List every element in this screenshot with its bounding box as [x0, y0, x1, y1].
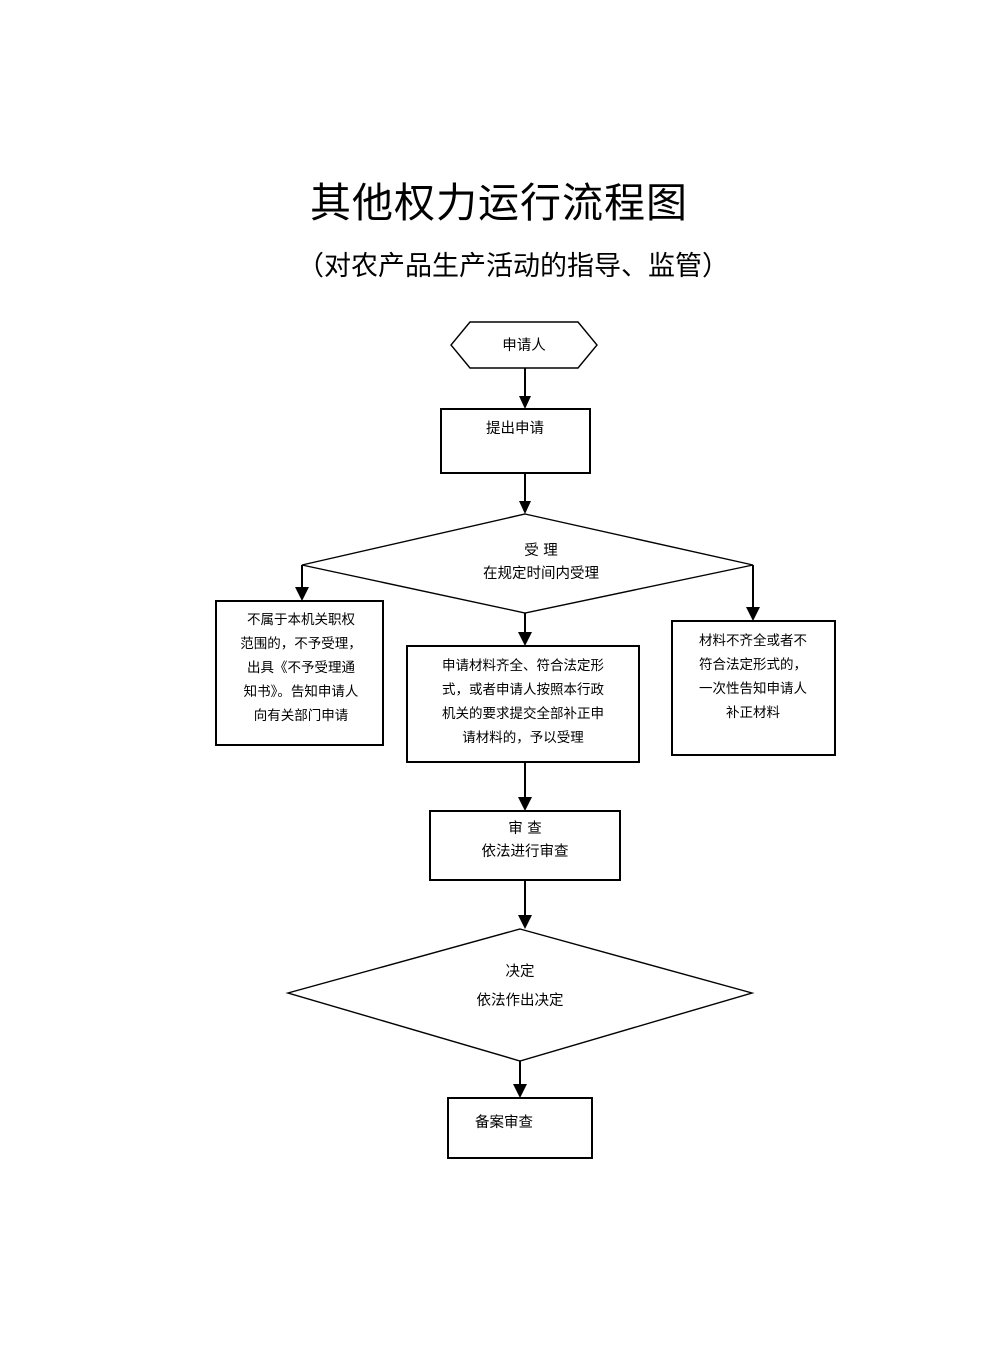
arrow-head-icon	[295, 587, 309, 601]
arrow-head-icon	[518, 632, 532, 646]
arrow-head-icon	[513, 1084, 527, 1098]
node-materials-complete[interactable]: 申请材料齐全、符合法定形 式，或者申请人按照本行政 机关的要求提交全部补正申 请…	[406, 645, 640, 763]
node-submit-application-label: 提出申请	[486, 420, 544, 437]
node-not-in-jurisdiction-line5: 向有关部门申请	[254, 708, 349, 724]
node-materials-complete-line3: 机关的要求提交全部补正申	[442, 705, 604, 722]
node-acceptance-label-line2: 在规定时间内受理	[483, 565, 599, 582]
edge-acceptance-to-materials-incomplete	[746, 565, 760, 621]
node-materials-complete-line2: 式，或者申请人按照本行政	[442, 682, 604, 698]
rectangle-shape	[215, 600, 384, 746]
node-acceptance[interactable]: 受 理 在规定时间内受理	[301, 513, 754, 614]
node-materials-complete-line1: 申请材料齐全、符合法定形	[442, 657, 604, 674]
node-materials-incomplete-line4: 补正材料	[726, 705, 780, 721]
arrow-head-icon	[518, 797, 532, 811]
arrow-head-icon	[518, 915, 532, 929]
node-examination-line1: 审 查	[508, 820, 542, 837]
edge-acceptance-to-materials-complete	[518, 613, 532, 646]
node-decision-line1: 决定	[506, 963, 535, 980]
node-materials-incomplete-line1: 材料不齐全或者不	[699, 632, 807, 649]
rectangle-shape	[447, 1097, 593, 1159]
node-submit-application[interactable]: 提出申请	[440, 408, 591, 474]
node-record-review[interactable]: 备案审查	[447, 1097, 593, 1159]
node-materials-incomplete-line3: 一次性告知申请人	[699, 680, 807, 697]
node-materials-incomplete-line2: 符合法定形式的，	[699, 657, 807, 673]
edge-acceptance-to-not-in-jurisdiction	[295, 565, 309, 601]
arrow-head-icon	[519, 501, 531, 514]
node-not-in-jurisdiction[interactable]: 不属于本机关职权 范围的，不予受理， 出具《不予受理通 知书》。告知申请人 向有…	[215, 600, 384, 746]
node-examination[interactable]: 审 查 依法进行审查	[429, 810, 621, 881]
node-materials-incomplete[interactable]: 材料不齐全或者不 符合法定形式的， 一次性告知申请人 补正材料	[671, 620, 836, 756]
node-applicant-label: 申请人	[502, 337, 546, 354]
page-title: 其他权力运行流程图	[310, 179, 688, 227]
node-examination-line2: 依法进行审查	[482, 843, 569, 860]
node-not-in-jurisdiction-line2: 范围的，不予受理，	[240, 636, 362, 652]
rectangle-shape	[671, 620, 836, 756]
edge-submit-to-acceptance	[519, 473, 531, 514]
node-record-review-label: 备案审查	[475, 1113, 533, 1131]
edge-applicant-to-submit	[519, 368, 531, 409]
edge-decision-to-record-review	[513, 1061, 527, 1098]
arrow-head-icon	[746, 607, 760, 621]
page-subtitle: （对农产品生产活动的指导、监管）	[297, 251, 729, 282]
diamond-shape	[301, 513, 754, 614]
edge-materials-complete-to-examination	[518, 762, 532, 811]
arrow-head-icon	[519, 396, 531, 409]
node-not-in-jurisdiction-line1: 不属于本机关职权	[247, 611, 355, 628]
node-not-in-jurisdiction-line4: 知书》。告知申请人	[244, 683, 359, 700]
rectangle-shape	[429, 810, 621, 881]
node-applicant[interactable]: 申请人	[450, 321, 598, 369]
node-acceptance-label-line1: 受 理	[524, 542, 558, 559]
rectangle-shape	[440, 408, 591, 474]
edge-examination-to-decision	[518, 880, 532, 929]
node-decision[interactable]: 决定 依法作出决定	[285, 928, 755, 1062]
node-materials-complete-line4: 请材料的，予以受理	[462, 730, 584, 746]
node-decision-line2: 依法作出决定	[477, 992, 564, 1009]
rectangle-shape	[406, 645, 640, 763]
node-not-in-jurisdiction-line3: 出具《不予受理通	[247, 660, 355, 676]
hexagon-shape	[450, 321, 598, 369]
